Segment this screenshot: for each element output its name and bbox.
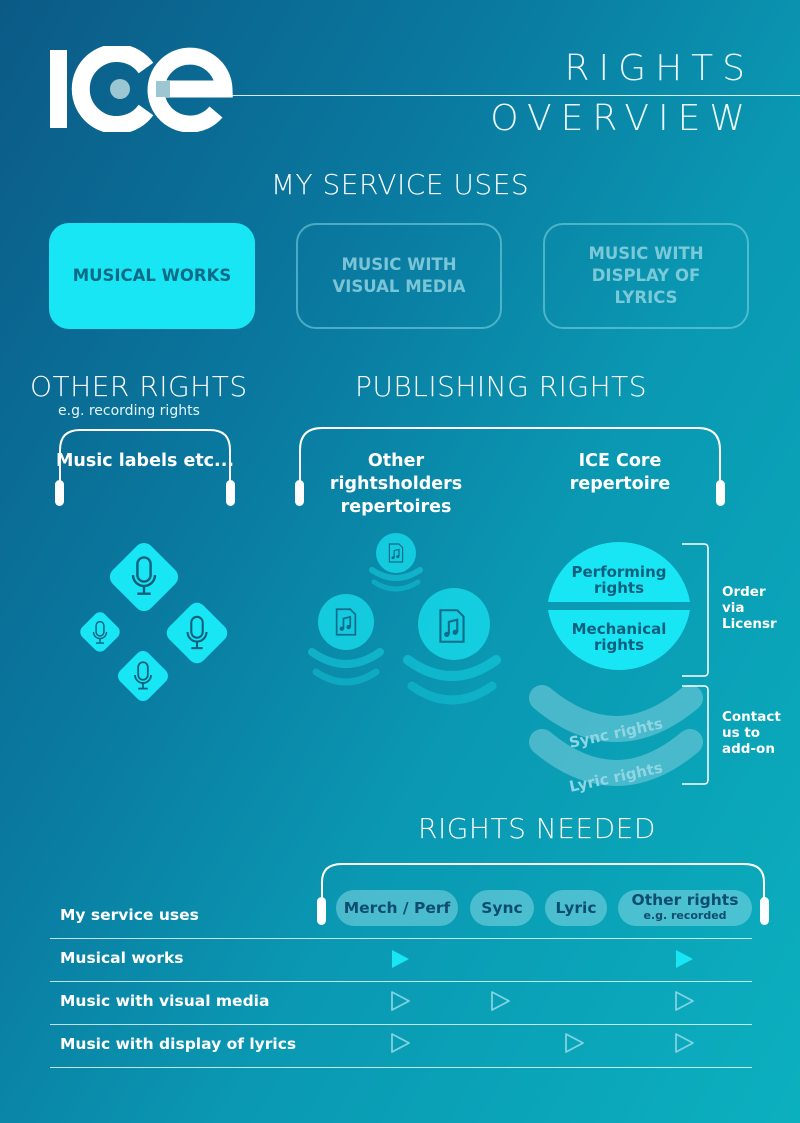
mic-icon	[118, 651, 168, 701]
outline-play-icon	[391, 991, 410, 1011]
row-visual-media: Music with visual media	[60, 992, 270, 1010]
column-merch-perf: Merch / Perf	[336, 890, 458, 926]
performing-rights-half	[548, 541, 690, 602]
other-rights-bracket	[59, 429, 231, 490]
column-lyric: Lyric	[545, 890, 607, 926]
other-rights-title: OTHER RIGHTS	[30, 370, 248, 403]
page-title-line1: RIGHTS	[564, 48, 754, 89]
column-label: Lyric	[555, 898, 597, 917]
mechanical-rights-half	[548, 610, 690, 671]
order-bracket	[682, 543, 709, 677]
outline-play-icon	[391, 1033, 410, 1053]
header-rule	[228, 95, 800, 96]
table-divider	[50, 938, 752, 939]
lyric-rights-shape	[529, 729, 703, 786]
row-musical-works: Musical works	[60, 949, 184, 967]
row-lyrics-display: Music with display of lyrics	[60, 1035, 297, 1053]
order-via-licensr-note: Order via Licensr	[722, 584, 777, 632]
publishing-rights-bracket	[299, 427, 721, 490]
column-sync: Sync	[470, 890, 534, 926]
mic-icon	[166, 602, 228, 664]
outline-play-icon	[565, 1033, 584, 1053]
rights-needed-bracket	[321, 863, 765, 900]
service-uses-title: MY SERVICE USES	[270, 168, 530, 201]
use-musical-works-button[interactable]: MUSICAL WORKS	[49, 223, 255, 329]
music-file-icon	[308, 594, 384, 686]
outline-play-icon	[675, 1033, 694, 1053]
publishing-rights-title: PUBLISHING RIGHTS	[355, 370, 648, 403]
use-visual-media-button[interactable]: MUSIC WITH VISUAL MEDIA	[296, 223, 502, 329]
table-divider	[50, 1067, 752, 1068]
ice-logo	[50, 46, 233, 132]
use-option-label: MUSICAL WORKS	[72, 266, 232, 285]
outline-play-icon	[491, 991, 510, 1011]
use-option-label: MUSIC WITH VISUAL MEDIA	[332, 255, 466, 296]
filled-play-icon	[392, 950, 409, 968]
column-sublabel: e.g. recorded	[643, 909, 727, 922]
column-label: Other rights	[631, 891, 739, 909]
rights-needed-title: RIGHTS NEEDED	[418, 812, 656, 845]
other-rightsholders-label: Other rightsholders repertoires	[329, 451, 463, 517]
table-divider	[50, 1024, 752, 1025]
mechanical-rights-label: Mechanical rights	[571, 620, 667, 654]
ice-core-label: ICE Core repertoire	[569, 451, 671, 494]
performing-rights-label: Performing rights	[571, 563, 667, 597]
filled-play-icon	[676, 950, 693, 968]
row-header-label: My service uses	[60, 906, 199, 924]
page-title-line2: OVERVIEW	[490, 98, 754, 139]
column-other-rights: Other rights e.g. recorded	[618, 890, 752, 926]
contact-us-note: Contact us to add-on	[722, 709, 781, 757]
column-label: Merch / Perf	[343, 898, 451, 917]
use-option-label: MUSIC WITH DISPLAY OF LYRICS	[588, 244, 704, 307]
music-file-icon	[403, 588, 501, 705]
sync-rights-shape	[529, 685, 703, 742]
contact-bracket	[682, 685, 709, 785]
use-lyrics-display-button[interactable]: MUSIC WITH DISPLAY OF LYRICS	[543, 223, 749, 329]
outline-play-icon	[675, 991, 694, 1011]
rights-marks	[391, 950, 694, 1053]
music-labels-label: Music labels etc...	[55, 451, 235, 471]
music-file-icon	[369, 533, 423, 592]
column-label: Sync	[481, 898, 523, 917]
table-divider	[50, 981, 752, 982]
mic-icon	[109, 542, 179, 612]
other-rights-subtitle: e.g. recording rights	[58, 403, 200, 419]
mic-icon	[80, 612, 120, 652]
